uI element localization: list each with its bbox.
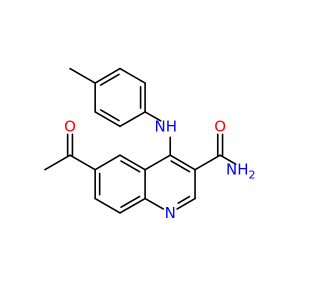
bond-n1-c2 [176,197,196,210]
bond-methyl_tolyl-t1 [69,67,96,84]
atom-label-n_amide: NH2 [226,161,256,182]
bond-layer [44,67,237,214]
bond-c_amide-n_amide [219,154,237,165]
bond-c4a-c5-inner [120,160,141,173]
bond-t6-t1 [94,67,121,84]
atom-label-o_acetyl: O [64,117,76,135]
atom-label-nh: NH [154,117,177,135]
bond-t3-t4 [119,111,146,128]
bond-t6-t1-inner [99,73,120,86]
bond-c4a-c5 [119,154,146,171]
bond-c_acetyl-methyl_acetyl [44,154,71,171]
molecule-structure-diagram: NH N O NH2 O [44,67,256,222]
bond-t5-t6 [119,67,146,84]
atom-label-layer: NH N O NH2 O [64,117,255,222]
bond-n1-c2-inner [177,195,191,204]
bond-c8-c8a [119,197,146,214]
atom-label-n1: N [165,204,176,222]
bond-c5-c6 [94,154,121,171]
bond-c8-c8a-inner [120,195,141,208]
bond-t4-nh [144,111,162,122]
bond-t2-t3-inner [99,109,120,122]
bond-c4-c4a [144,154,172,171]
bond-t2-t3 [94,111,121,128]
bond-c3-c4 [169,154,196,171]
bond-c8a-n1 [144,197,165,210]
atom-label-o_amide: O [214,117,226,135]
bond-c6-c_acetyl [69,154,96,171]
bond-c7-c8 [94,197,121,214]
bond-c3-c_amide [194,154,221,171]
bond-c3-c4-inner [170,160,191,173]
